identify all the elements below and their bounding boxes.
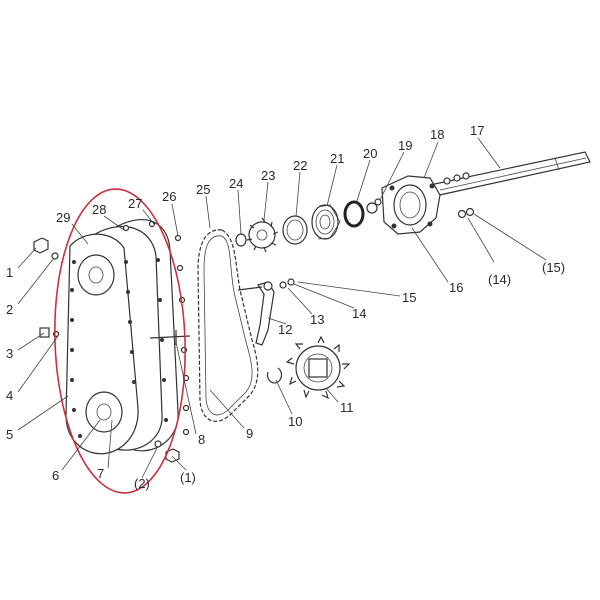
drive-shaft — [429, 151, 591, 197]
label-6: 6 — [52, 468, 59, 483]
roller-chain — [197, 229, 259, 422]
chain-case-assembly — [65, 219, 191, 455]
label-26: 26 — [162, 189, 176, 204]
label-paren-2: (2) — [134, 476, 150, 491]
label-27: 27 — [128, 196, 142, 211]
label-3: 3 — [6, 346, 13, 361]
label-paren-15: (15) — [542, 260, 565, 275]
label-12: 12 — [278, 322, 292, 337]
tensioner-bolt — [237, 278, 295, 291]
label-23: 23 — [261, 168, 275, 183]
label-20: 20 — [363, 146, 377, 161]
part-labels: 1 2 3 4 5 6 7 8 9 10 11 12 13 14 15 16 1… — [6, 123, 565, 491]
label-22: 22 — [293, 158, 307, 173]
large-sprocket — [285, 335, 351, 400]
label-13: 13 — [310, 312, 324, 327]
label-11: 11 — [340, 400, 354, 415]
label-paren-14: (14) — [488, 272, 511, 287]
screw-paren-2 — [154, 440, 162, 448]
label-7: 7 — [97, 466, 104, 481]
washer-2 — [51, 252, 59, 260]
screw-paren-1 — [165, 448, 180, 463]
small-sprocket — [246, 217, 279, 253]
screw-1 — [33, 237, 49, 254]
label-4: 4 — [6, 388, 13, 403]
flange-bolts — [443, 172, 475, 219]
label-14: 14 — [352, 306, 366, 321]
label-2: 2 — [6, 302, 13, 317]
label-21: 21 — [330, 151, 344, 166]
label-10: 10 — [288, 414, 302, 429]
label-5: 5 — [6, 427, 13, 442]
label-19: 19 — [398, 138, 412, 153]
seal-ring — [343, 200, 365, 228]
circlip — [266, 367, 283, 384]
label-16: 16 — [449, 280, 463, 295]
label-24: 24 — [229, 176, 243, 191]
leader-lines — [17, 137, 547, 479]
label-29: 29 — [56, 210, 70, 225]
label-17: 17 — [470, 123, 484, 138]
label-15: 15 — [402, 290, 416, 305]
label-28: 28 — [92, 202, 106, 217]
highlight-ring — [54, 188, 186, 494]
label-9: 9 — [246, 426, 253, 441]
bolt-3 — [39, 327, 60, 338]
label-paren-1: (1) — [180, 470, 196, 485]
bearing — [311, 204, 341, 240]
flange-housing — [366, 175, 441, 235]
label-8: 8 — [198, 432, 205, 447]
washer-small — [235, 233, 247, 247]
label-18: 18 — [430, 127, 444, 142]
label-25: 25 — [196, 182, 210, 197]
tensioner-arm — [255, 281, 275, 346]
spacer-ring — [282, 215, 308, 245]
label-1: 1 — [6, 265, 13, 280]
